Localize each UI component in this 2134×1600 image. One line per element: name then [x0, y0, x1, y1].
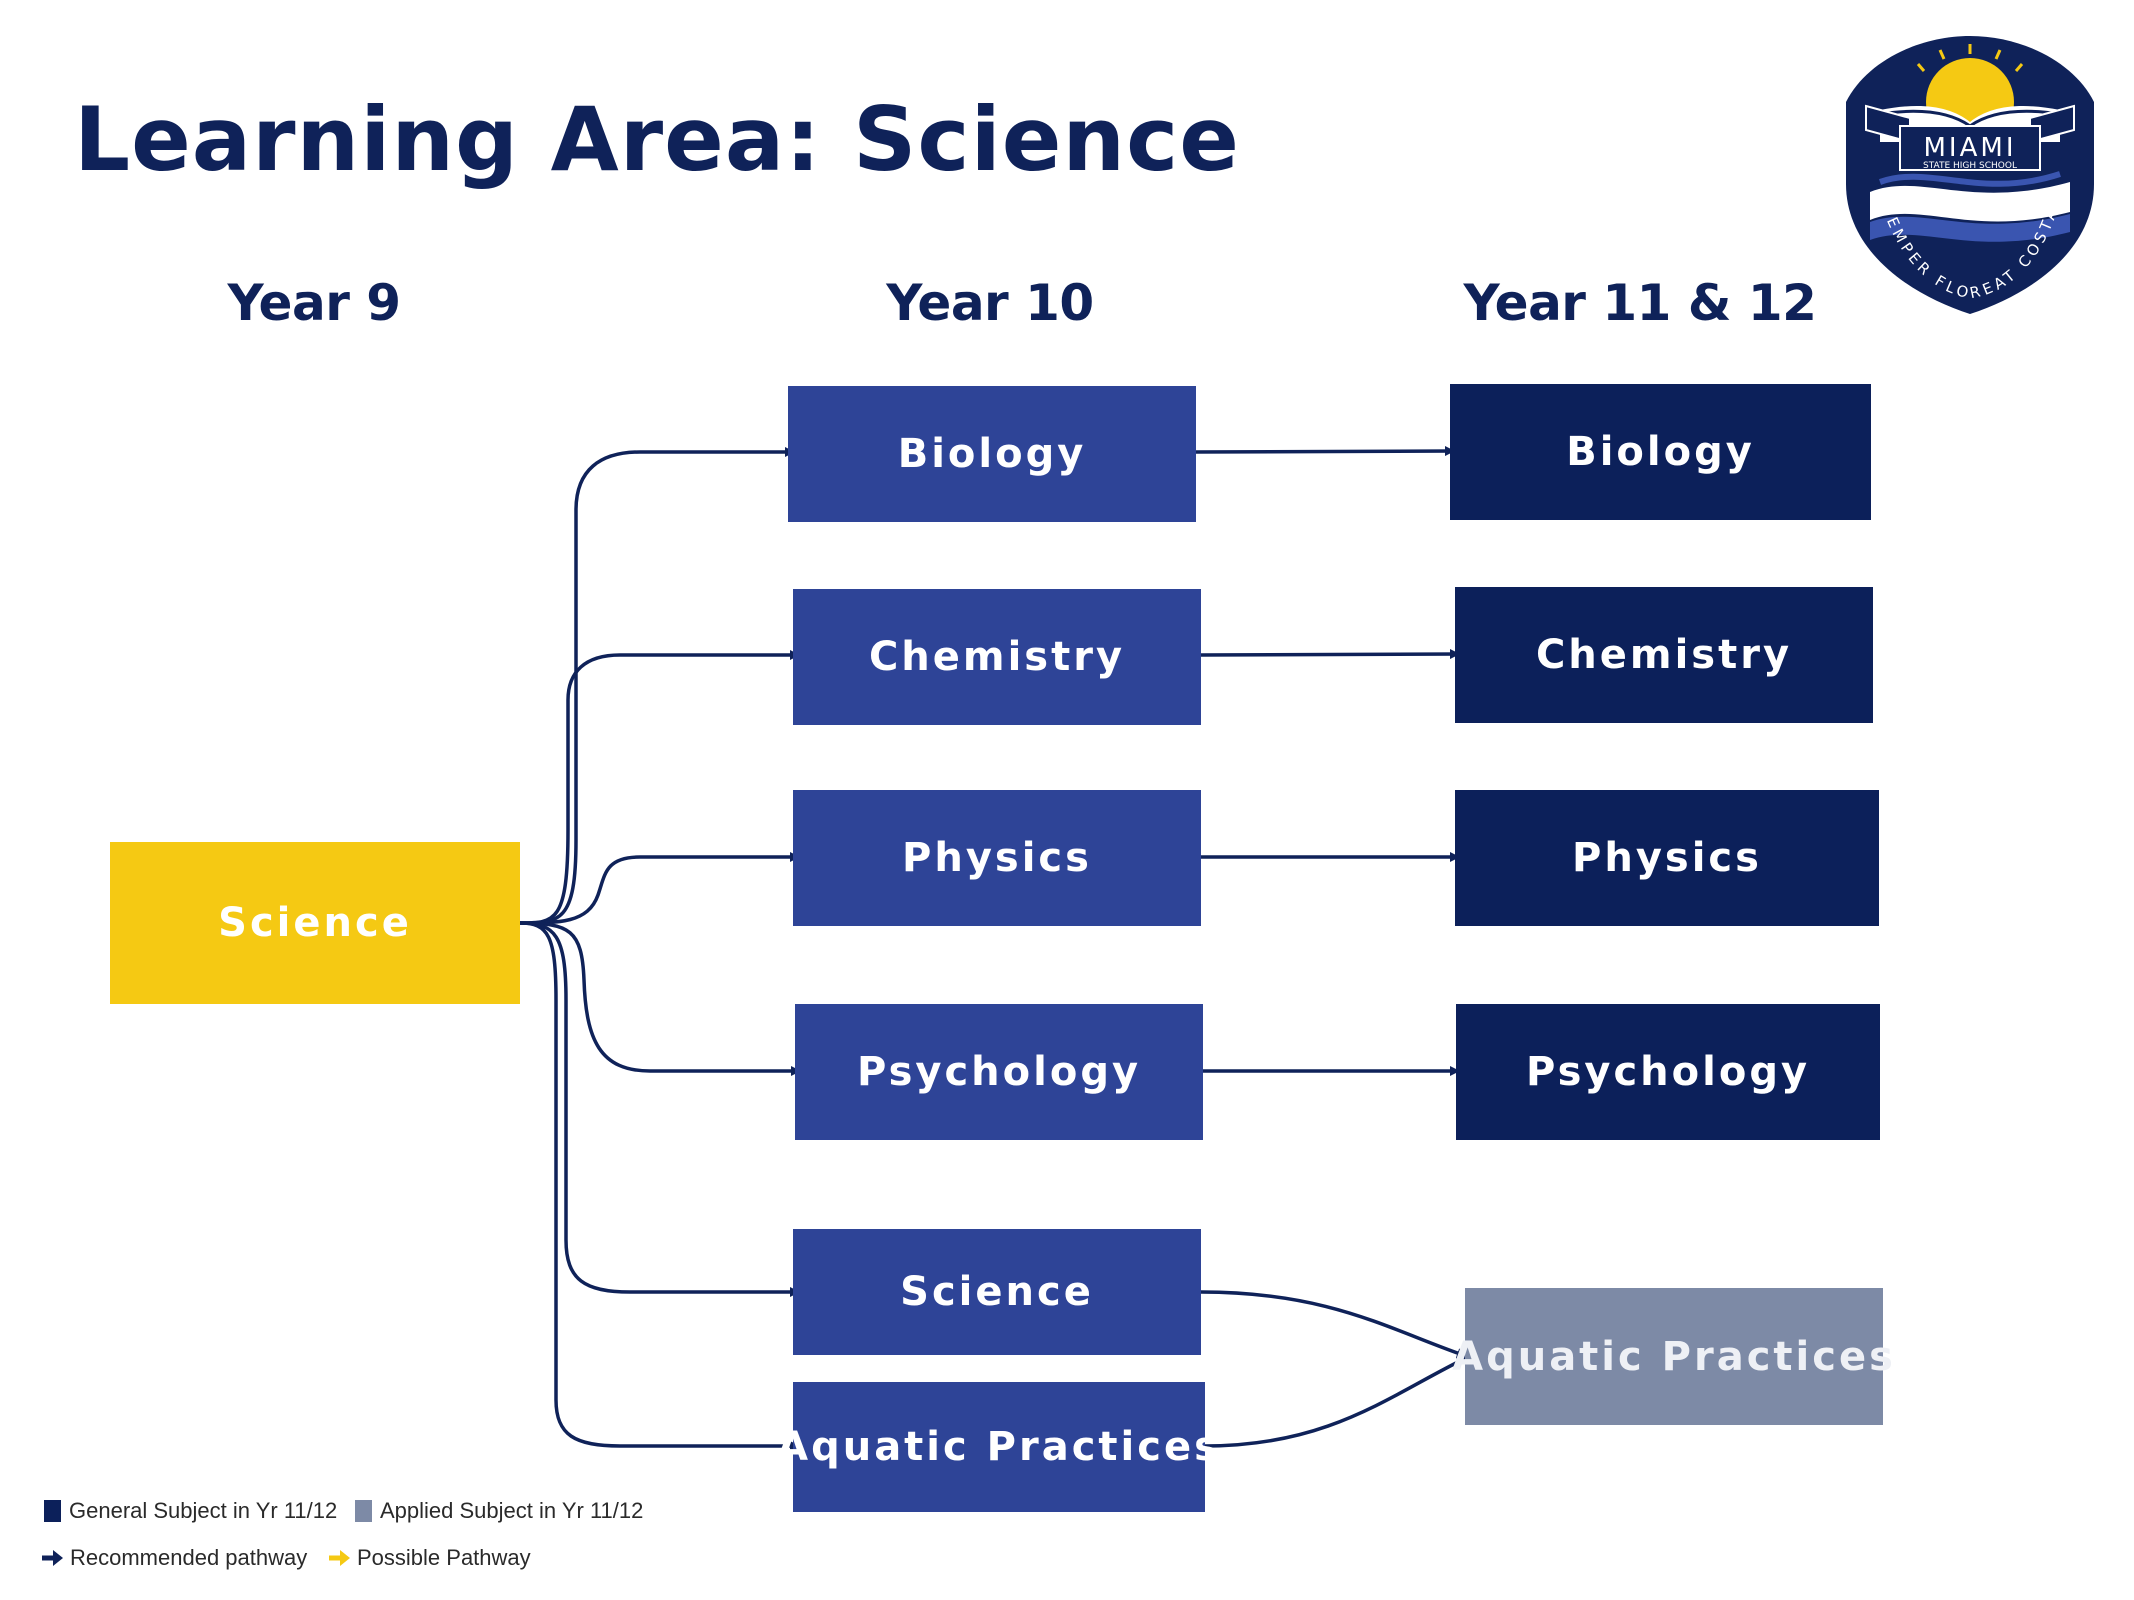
- legend-general: General Subject in Yr 11/12: [44, 1498, 337, 1524]
- legend-general-label: General Subject in Yr 11/12: [69, 1498, 338, 1523]
- general-physics-box: Physics: [1455, 790, 1879, 926]
- year10-biology-box: Biology: [788, 386, 1196, 522]
- year9-science-box: Science: [110, 842, 520, 1004]
- year10-science-box: Science: [793, 1229, 1201, 1355]
- applied-aquatic-practices-box: Aquatic Practices: [1452, 1288, 1893, 1425]
- legend-applied-label: Applied Subject in Yr 11/12: [380, 1498, 644, 1523]
- pathway-science-to-chemistry: [519, 650, 800, 925]
- applied-swatch: [355, 1500, 372, 1522]
- legend-applied: Applied Subject in Yr 11/12: [355, 1498, 643, 1524]
- year10-heading: Year 10: [886, 274, 1094, 332]
- page-title: Learning Area: Science: [74, 88, 1240, 191]
- legend-possible-label: Possible Pathway: [357, 1545, 531, 1570]
- recommended-arrow-icon: [42, 1550, 63, 1566]
- year11-12-heading: Year 11 & 12: [1463, 274, 1817, 332]
- crest-subtitle: STATE HIGH SCHOOL: [1923, 161, 2017, 171]
- general-psychology-box: Psychology: [1456, 1004, 1880, 1140]
- general-biology-box: Biology: [1450, 384, 1871, 520]
- pathway-science-to-physics: [519, 852, 800, 925]
- year10-aquatic-practices-box: Aquatic Practices: [777, 1382, 1218, 1512]
- year9-heading: Year 9: [227, 274, 401, 332]
- year10-psychology-box: Psychology: [795, 1004, 1203, 1140]
- pathway-science-to-science: [519, 921, 800, 1297]
- legend-recommended-label: Recommended pathway: [70, 1545, 308, 1570]
- pathway-science-to-aquatic-practices: [1200, 1290, 1467, 1358]
- general-chemistry-box: Chemistry: [1455, 587, 1873, 723]
- crest-name: MIAMI: [1924, 133, 2017, 163]
- legend-recommended: Recommended pathway: [40, 1545, 307, 1571]
- pathway-science-to-aquatic: [519, 921, 800, 1451]
- general-swatch: [44, 1500, 61, 1522]
- pathway-chemistry-to-chemistry: [1200, 649, 1460, 660]
- school-crest-logo: MIAMI STATE HIGH SCHOOL SEMPER FLOREAT C…: [1846, 36, 2094, 314]
- pathway-science-to-psychology: [519, 921, 801, 1076]
- year10-physics-box: Physics: [793, 790, 1201, 926]
- legend-possible: Possible Pathway: [327, 1545, 531, 1571]
- pathway-science-to-biology: [519, 447, 795, 925]
- pathway-biology-to-biology: [1195, 446, 1455, 457]
- possible-arrow-icon: [329, 1550, 350, 1566]
- year10-chemistry-box: Chemistry: [793, 589, 1201, 725]
- pathway-aquatic-to-aquatic-practices: [1204, 1356, 1467, 1448]
